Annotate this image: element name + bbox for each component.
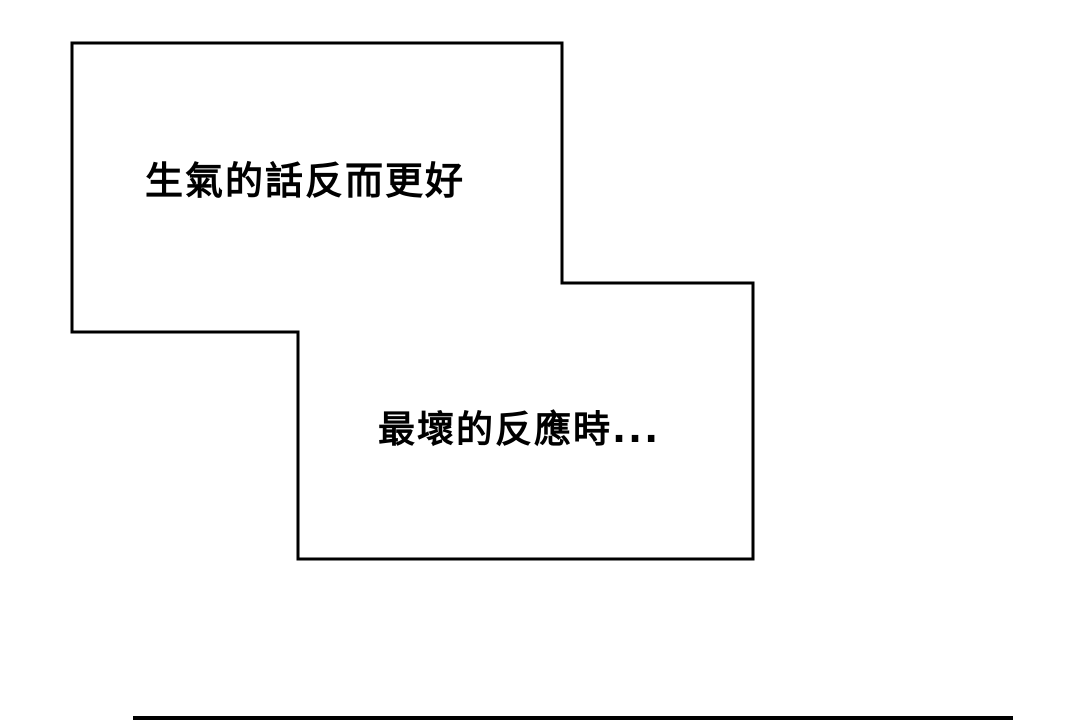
narration-text-2: 最壞的反應時... xyxy=(378,408,661,451)
next-panel-top-border xyxy=(133,716,1013,720)
narration-text-1: 生氣的話反而更好 xyxy=(145,159,466,203)
